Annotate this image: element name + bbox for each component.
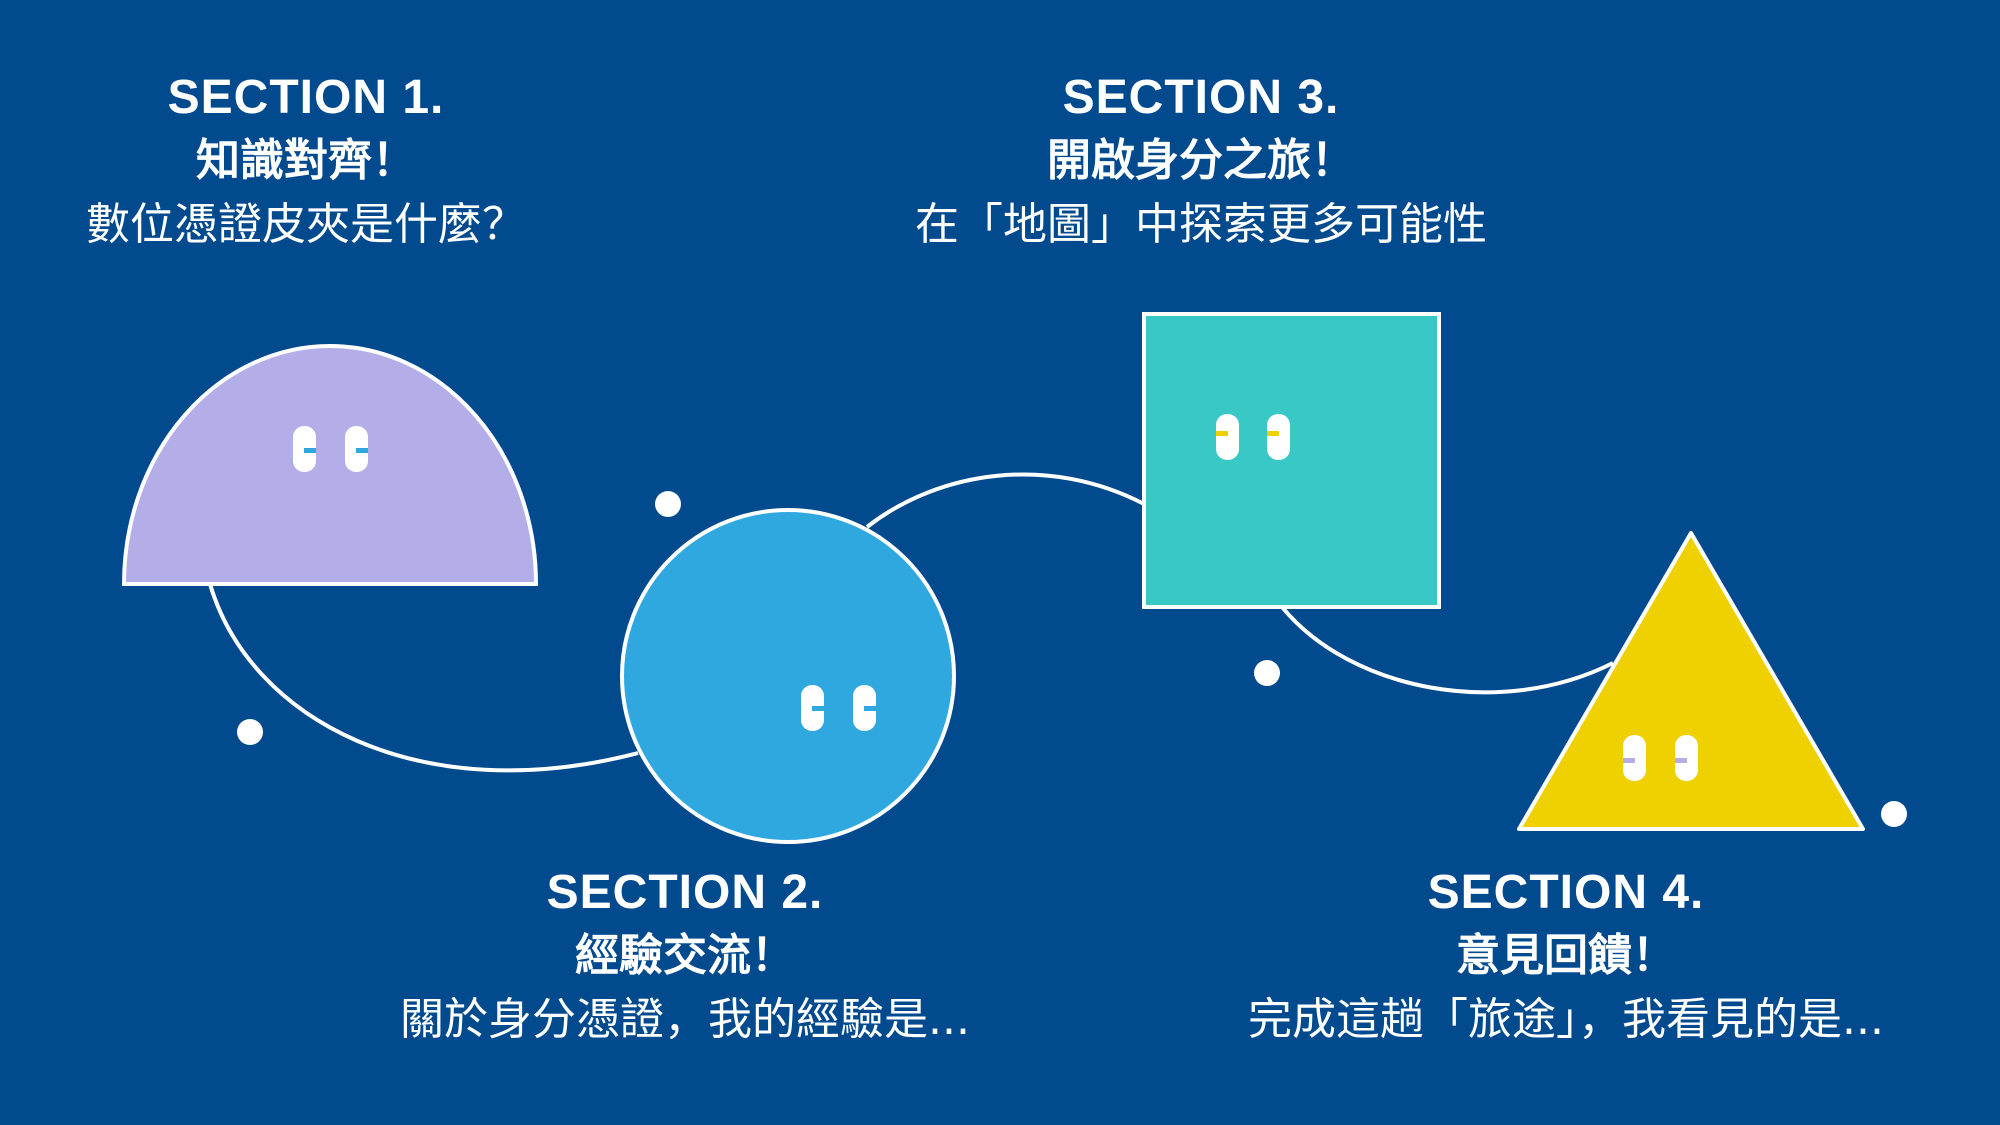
- section-heading: SECTION 2.: [546, 866, 824, 919]
- section-subtitle: 在「地圖」中探索更多可能性: [915, 199, 1487, 250]
- section-subtitle: 數位憑證皮夾是什麼？: [86, 199, 526, 250]
- triangle-character: [1517, 531, 1865, 831]
- section-title: 意見回饋！: [1456, 930, 1676, 981]
- section-subtitle: 完成這趟「旅途」，我看見的是...: [1248, 994, 1884, 1045]
- dot: [1881, 801, 1907, 827]
- dot: [237, 719, 263, 745]
- section-heading: SECTION 1.: [167, 71, 445, 124]
- connector-1-2: [208, 583, 639, 773]
- section-heading: SECTION 3.: [1062, 71, 1340, 124]
- connector-3-4: [1280, 605, 1614, 695]
- section-3: SECTION 3. 開啟身分之旅！ 在「地圖」中探索更多可能性: [915, 67, 1487, 257]
- section-subtitle: 關於身分憑證，我的經驗是...: [400, 994, 970, 1045]
- square-character: [1142, 312, 1441, 609]
- section-title: 經驗交流！: [575, 930, 795, 981]
- decor-dots: [237, 491, 1907, 827]
- connector-lines: [208, 472, 1614, 773]
- half-circle-character: [121, 344, 539, 586]
- dot: [655, 491, 681, 517]
- section-heading: SECTION 4.: [1427, 866, 1705, 919]
- section-title: 開啟身分之旅！: [1047, 135, 1355, 186]
- section-title: 知識對齊！: [196, 135, 416, 186]
- eye: [1267, 414, 1290, 460]
- section-4: SECTION 4. 意見回饋！ 完成這趟「旅途」，我看見的是...: [1248, 862, 1884, 1052]
- dot: [1254, 660, 1280, 686]
- section-2: SECTION 2. 經驗交流！ 關於身分憑證，我的經驗是...: [400, 862, 970, 1052]
- connector-2-3: [865, 472, 1145, 529]
- eye: [1216, 414, 1239, 460]
- circle-character: [620, 508, 956, 844]
- section-1: SECTION 1. 知識對齊！ 數位憑證皮夾是什麼？: [86, 67, 526, 257]
